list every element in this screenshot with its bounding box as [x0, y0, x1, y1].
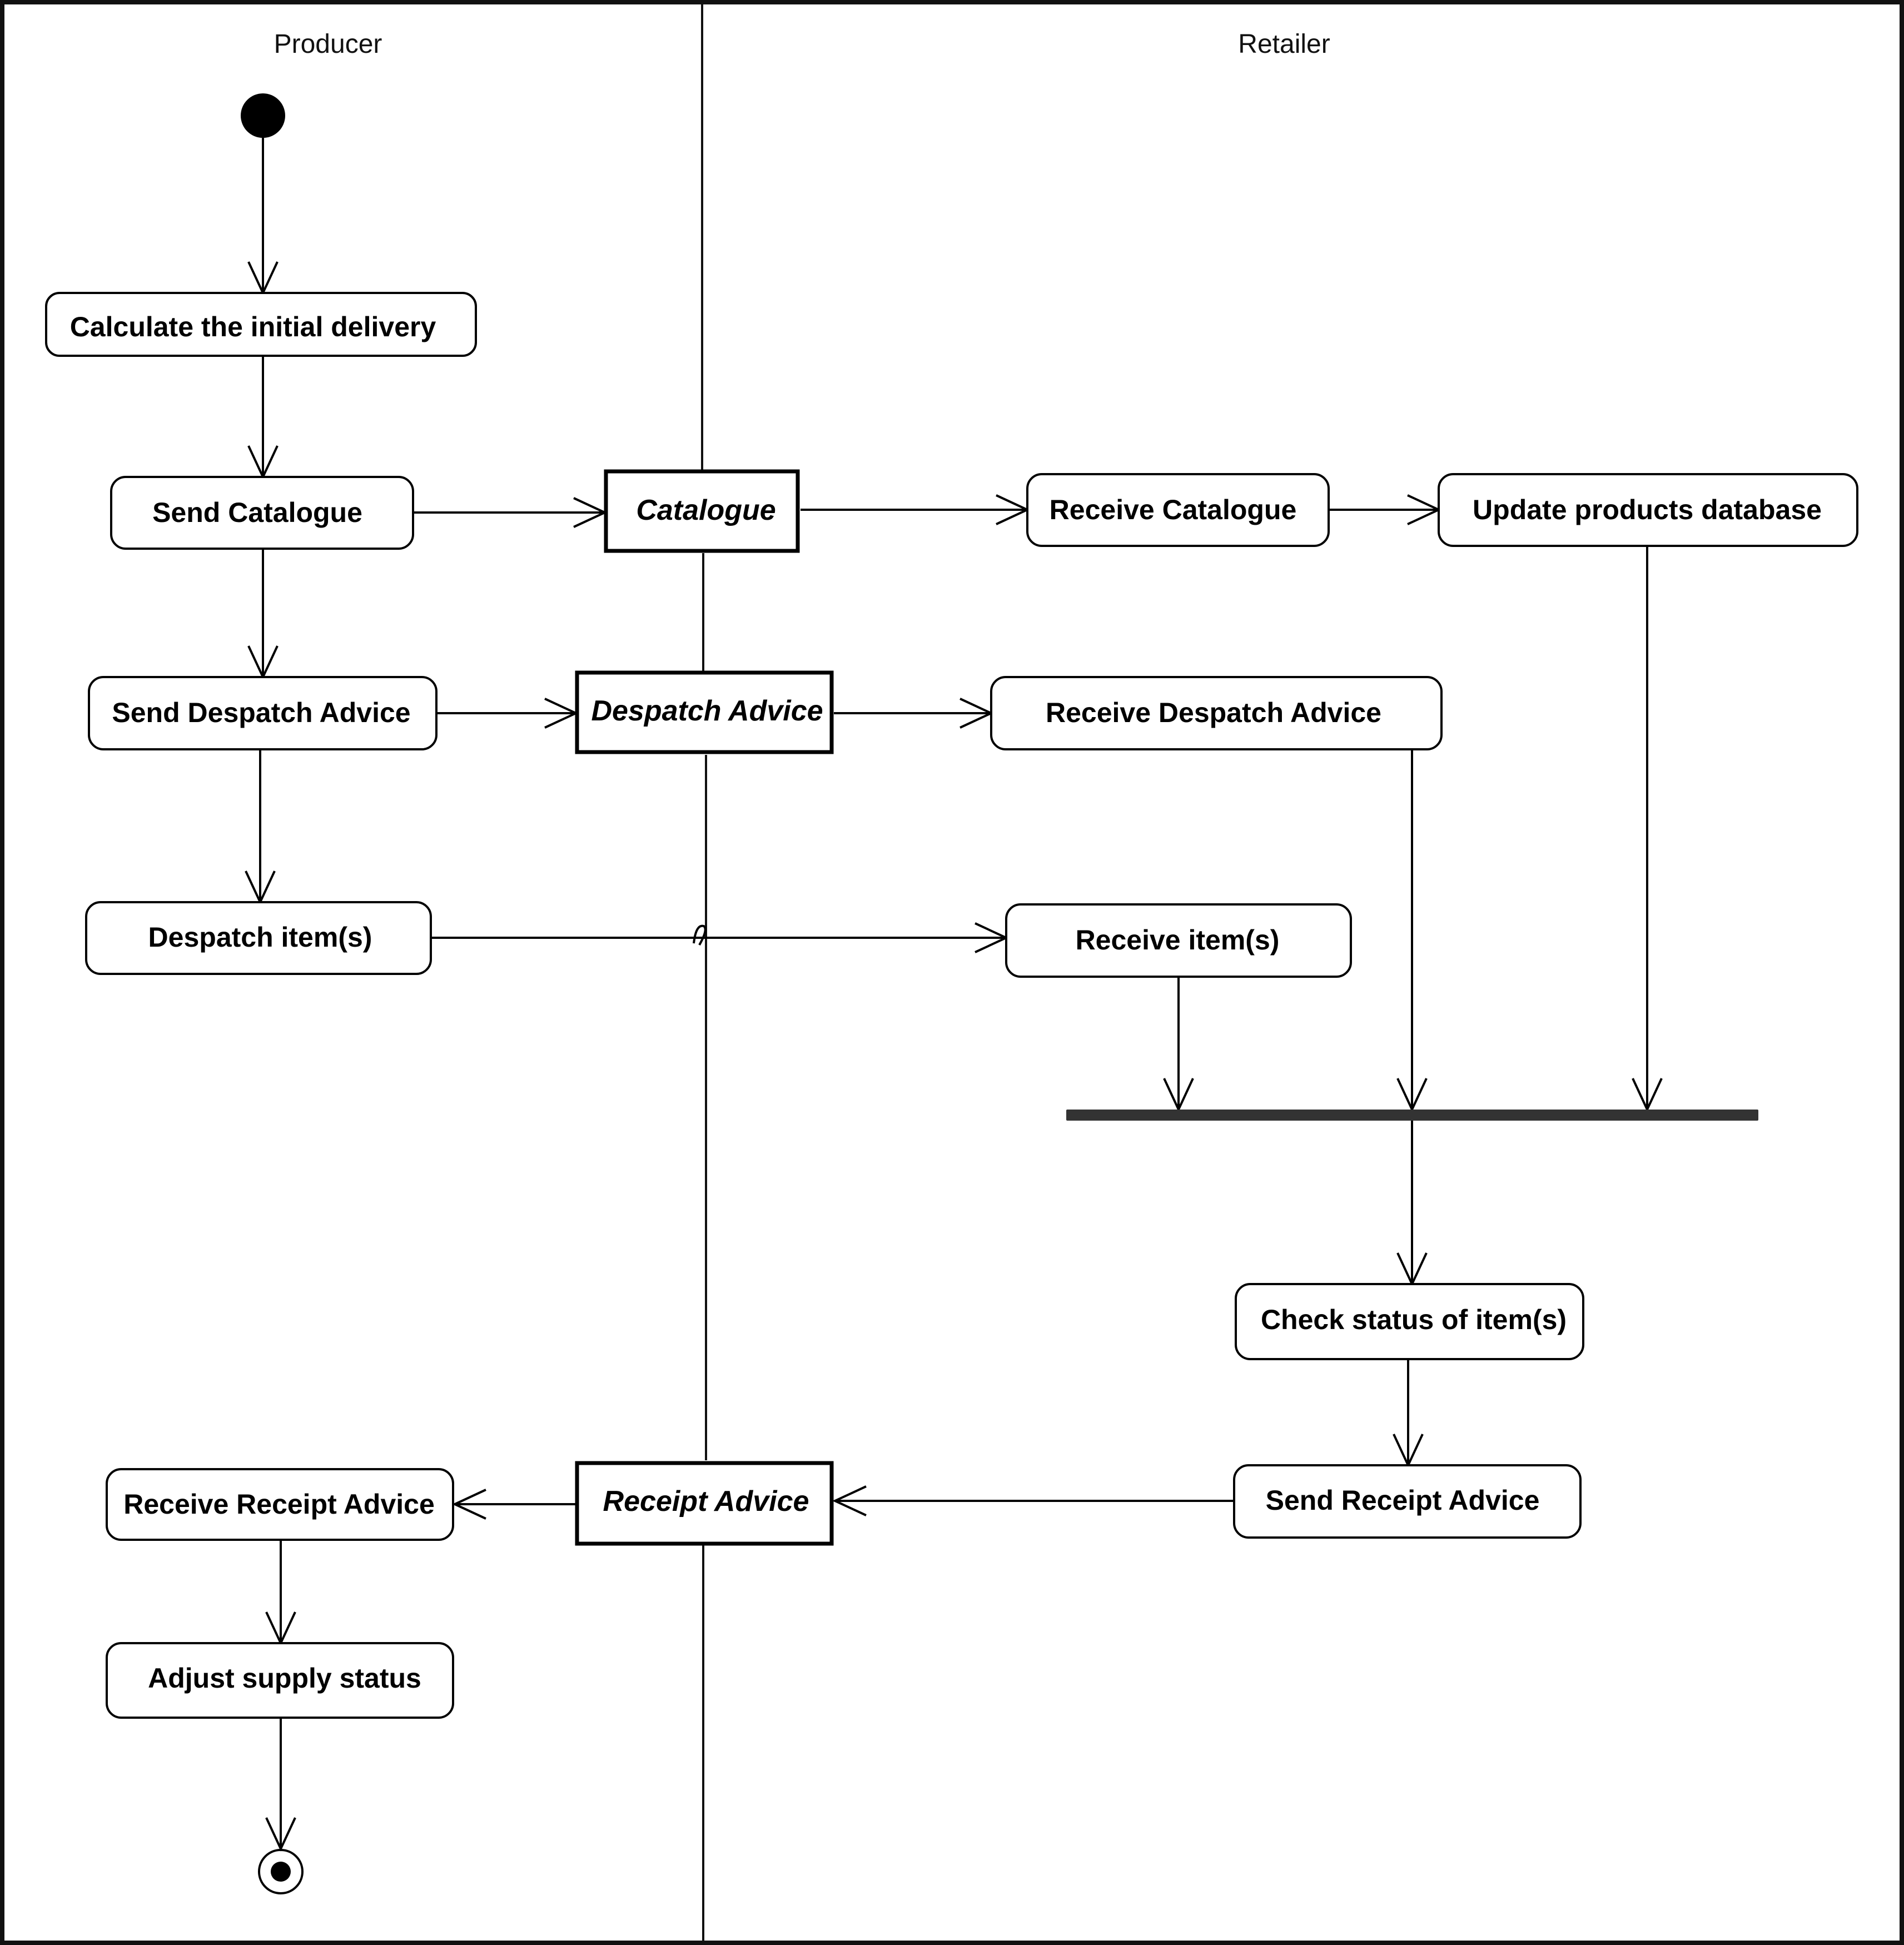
swimlane-divider: [701, 4, 707, 1943]
activity-label: Calculate the initial delivery: [70, 311, 436, 342]
activity-label: Send Receipt Advice: [1266, 1485, 1540, 1516]
activity-calculate-initial-delivery: Calculate the initial delivery: [45, 292, 477, 357]
activity-label: Receive item(s): [1076, 924, 1280, 956]
activity-despatch-items: Despatch item(s): [85, 901, 432, 975]
activity-label: Receive Receipt Advice: [123, 1489, 435, 1520]
activity-label: Receive Catalogue: [1050, 494, 1297, 525]
object-receipt-advice: Receipt Advice: [575, 1461, 834, 1546]
activity-receive-despatch-advice: Receive Despatch Advice: [990, 676, 1443, 750]
activity-send-catalogue: Send Catalogue: [110, 476, 414, 550]
object-despatch-advice: Despatch Advice: [575, 670, 834, 754]
activity-receive-catalogue: Receive Catalogue: [1026, 473, 1330, 547]
activity-label: Despatch item(s): [148, 922, 372, 953]
lane-title-producer: Producer: [274, 29, 382, 59]
activity-label: Receive Despatch Advice: [1046, 697, 1381, 728]
activity-label: Check status of item(s): [1261, 1304, 1567, 1335]
activity-label: Update products database: [1473, 494, 1822, 525]
final-node: [258, 1849, 304, 1894]
object-label: Despatch Advice: [591, 695, 823, 727]
lane-title-retailer: Retailer: [1238, 29, 1330, 59]
activity-check-status-of-items: Check status of item(s): [1235, 1283, 1584, 1360]
join-bar: [1066, 1110, 1758, 1121]
activity-label: Send Despatch Advice: [112, 697, 410, 728]
activity-receive-receipt-advice: Receive Receipt Advice: [106, 1468, 454, 1541]
activity-label: Send Catalogue: [152, 497, 362, 528]
activity-adjust-supply-status: Adjust supply status: [106, 1642, 454, 1719]
object-label: Catalogue: [636, 494, 775, 526]
object-label: Receipt Advice: [603, 1485, 809, 1518]
activity-send-receipt-advice: Send Receipt Advice: [1233, 1464, 1582, 1539]
activity-send-despatch-advice: Send Despatch Advice: [88, 676, 438, 750]
object-catalogue: Catalogue: [604, 469, 800, 553]
activity-update-products-database: Update products database: [1438, 473, 1858, 547]
activity-label: Adjust supply status: [148, 1663, 421, 1694]
initial-node: [241, 93, 285, 138]
activity-receive-items: Receive item(s): [1005, 903, 1352, 978]
flow-edges: [245, 138, 1663, 1852]
line-crossing-hop: [693, 924, 707, 946]
